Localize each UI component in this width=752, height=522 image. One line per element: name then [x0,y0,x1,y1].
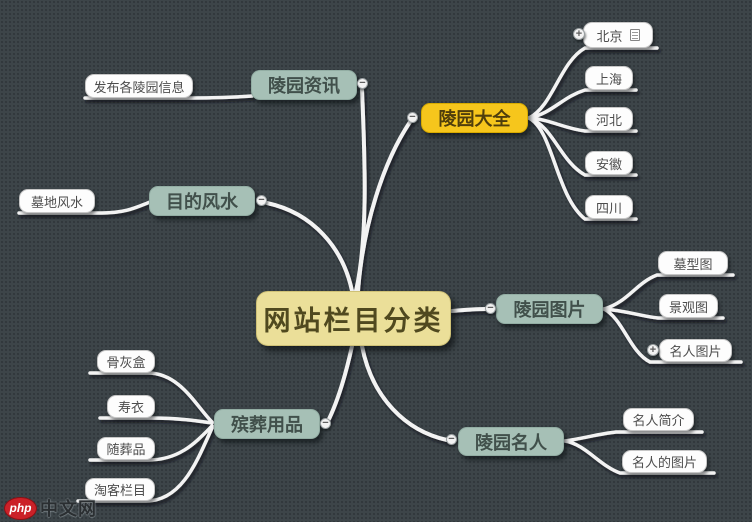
leaf-sichuan[interactable]: 四川 [585,195,633,219]
edge-daquan-hebei [527,116,638,133]
site-name: 中文网 [40,499,97,519]
edge-mingren-mingren-tupian [563,439,716,475]
edge-mingren-jianjie [563,430,704,443]
topic-lingyuan-daquan[interactable]: 陵园大全 [421,103,528,133]
topic-mudi-fengshui[interactable]: 目的风水 [149,186,255,216]
collapse-badge-fengshui[interactable]: − [256,195,267,206]
leaf-mudi-fengshui[interactable]: 墓地风水 [19,189,95,213]
edge-tupian-mingren-tupian [602,307,743,364]
leaf-mingren-tupian[interactable]: 名人图片 [659,339,732,362]
collapse-badge-mingren[interactable]: − [446,434,457,445]
leaf-mingren-de-tupian[interactable]: 名人的图片 [622,450,707,473]
leaf-hebei[interactable]: 河北 [585,107,633,131]
edge-daquan-shanghai [527,88,638,120]
edge-binzang-guhuihe [88,371,214,424]
collapse-badge-tupian[interactable]: − [485,303,496,314]
edge-daquan-beijing [527,46,659,120]
topic-binzang-yongpin[interactable]: 殡葬用品 [214,409,320,439]
leaf-mingren-jianjie[interactable]: 名人简介 [623,408,694,431]
expand-badge-mingren-tupian[interactable]: + [647,344,659,356]
edge-tupian-muxing [602,273,735,311]
leaf-beijing[interactable]: 北京 [583,22,653,48]
collapse-badge-daquan[interactable]: − [407,112,418,123]
collapse-badge-binzang[interactable]: − [320,418,331,429]
watermark: php 中文网 [4,495,97,521]
leaf-shouyi[interactable]: 寿衣 [107,395,155,418]
leaf-taoke-lanmu[interactable]: 淘客栏目 [85,478,155,501]
edge-root-mingren [360,344,449,442]
edge-root-daquan [356,120,412,293]
collapse-badge-zixun[interactable]: − [357,78,368,89]
leaf-muxingtu[interactable]: 墓型图 [658,251,728,275]
expand-badge-beijing[interactable]: + [573,28,585,40]
leaf-anhui[interactable]: 安徽 [585,151,633,175]
leaf-suizangpin[interactable]: 随葬品 [97,437,155,460]
leaf-jingguantu[interactable]: 景观图 [659,294,718,318]
leaf-fabu-info[interactable]: 发布各陵园信息 [85,74,193,98]
edge-root-tupian [450,307,489,313]
leaf-beijing-label: 北京 [596,28,623,44]
edge-daquan-sichuan [527,116,638,221]
edge-fengshui-mudi [17,200,152,215]
edge-binzang-shouyi [98,416,214,425]
topic-lingyuan-zixun[interactable]: 陵园资讯 [251,70,357,100]
edge-binzang-taoke [76,426,214,503]
edge-root-binzang [327,344,354,421]
edge-root-fengshui [265,201,354,293]
edge-zixun-fabu [83,94,254,100]
root-topic[interactable]: 网站栏目分类 [256,291,451,346]
edge-tupian-jingguan [602,307,725,320]
php-logo: php [4,496,37,520]
topic-lingyuan-mingren[interactable]: 陵园名人 [458,427,564,456]
leaf-shanghai[interactable]: 上海 [585,66,633,90]
topic-lingyuan-tupian[interactable]: 陵园图片 [496,294,603,324]
edge-binzang-suizangpin [88,424,214,462]
leaf-guhuihe[interactable]: 骨灰盒 [97,350,155,373]
note-icon[interactable] [629,29,640,41]
